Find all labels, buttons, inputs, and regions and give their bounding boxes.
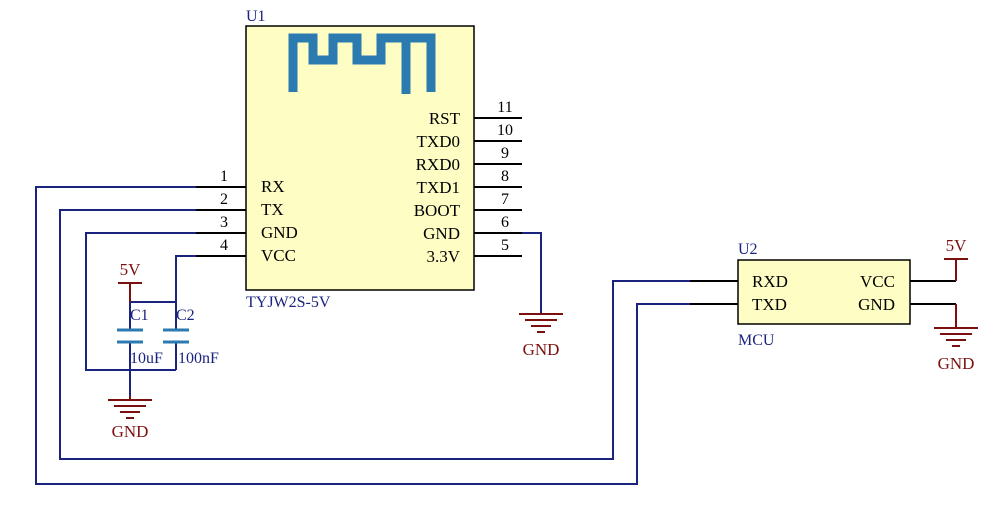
u2-pin-name: TXD bbox=[752, 295, 787, 314]
wire-gnd-net[interactable] bbox=[85, 232, 196, 371]
u1-pin-number: 6 bbox=[501, 214, 509, 231]
u1-pin-name: TXD0 bbox=[417, 132, 460, 151]
u1-pin-name: RXD0 bbox=[416, 155, 460, 174]
c1-value: 10uF bbox=[130, 350, 163, 367]
u1-pin-number: 5 bbox=[501, 237, 509, 254]
u1-pin-name: GND bbox=[423, 224, 460, 243]
wire-u1-gnd[interactable] bbox=[522, 232, 542, 314]
ground-mid-label: GND bbox=[523, 340, 560, 359]
wire-vcc-net[interactable] bbox=[175, 255, 196, 302]
antenna-icon bbox=[288, 33, 436, 94]
u2-pin-name: GND bbox=[858, 295, 895, 314]
wire-rx-to-mcu-txd[interactable] bbox=[35, 186, 690, 485]
ground-right-symbol bbox=[934, 304, 978, 347]
ground-left-symbol bbox=[108, 396, 152, 419]
ground-left-label: GND bbox=[112, 422, 149, 441]
power-5v-left-label: 5V bbox=[120, 260, 142, 279]
power-5v-right-symbol bbox=[944, 258, 968, 281]
u2-pin-name: RXD bbox=[752, 272, 788, 291]
u2-designator: U2 bbox=[738, 241, 758, 258]
u1-pin-name: 3.3V bbox=[426, 247, 460, 266]
ground-mid-symbol bbox=[519, 313, 563, 333]
u1-pin-name: RX bbox=[261, 177, 285, 196]
ground-right-label: GND bbox=[938, 354, 975, 373]
u1-pin-number: 2 bbox=[220, 191, 228, 208]
capacitor-c2[interactable] bbox=[163, 328, 189, 344]
capacitor-c1[interactable] bbox=[117, 328, 143, 344]
u1-pin-name: VCC bbox=[261, 246, 296, 265]
power-5v-right-label: 5V bbox=[946, 236, 968, 255]
u2-part-name: MCU bbox=[738, 332, 775, 349]
u1-part-name: TYJW2S-5V bbox=[246, 294, 331, 311]
u1-pin-name: TXD1 bbox=[417, 178, 460, 197]
u2-body[interactable] bbox=[737, 259, 911, 325]
wire-tx-to-mcu-rxd[interactable] bbox=[59, 209, 690, 460]
power-5v-left-symbol bbox=[118, 282, 142, 302]
u1-pin-name: BOOT bbox=[414, 201, 461, 220]
u2-pin-name: VCC bbox=[860, 272, 895, 291]
u1-pin-name: TX bbox=[261, 200, 284, 219]
u1-pin-number: 4 bbox=[220, 237, 228, 254]
c1-designator: C1 bbox=[130, 307, 149, 324]
u1-body[interactable] bbox=[245, 25, 475, 291]
u1-pin-number: 9 bbox=[501, 145, 509, 162]
u1-pin-number: 1 bbox=[220, 168, 228, 185]
c2-designator: C2 bbox=[176, 307, 195, 324]
u1-pin-number: 11 bbox=[497, 99, 512, 116]
u1-pin-number: 10 bbox=[497, 122, 513, 139]
u1-pin-number: 7 bbox=[501, 191, 509, 208]
c2-value: 100nF bbox=[178, 350, 219, 367]
u1-pin-name: RST bbox=[429, 109, 461, 128]
u1-pin-number: 8 bbox=[501, 168, 509, 185]
u1-pin-name: GND bbox=[261, 223, 298, 242]
u1-designator: U1 bbox=[246, 8, 266, 25]
u1-pin-number: 3 bbox=[220, 214, 228, 231]
